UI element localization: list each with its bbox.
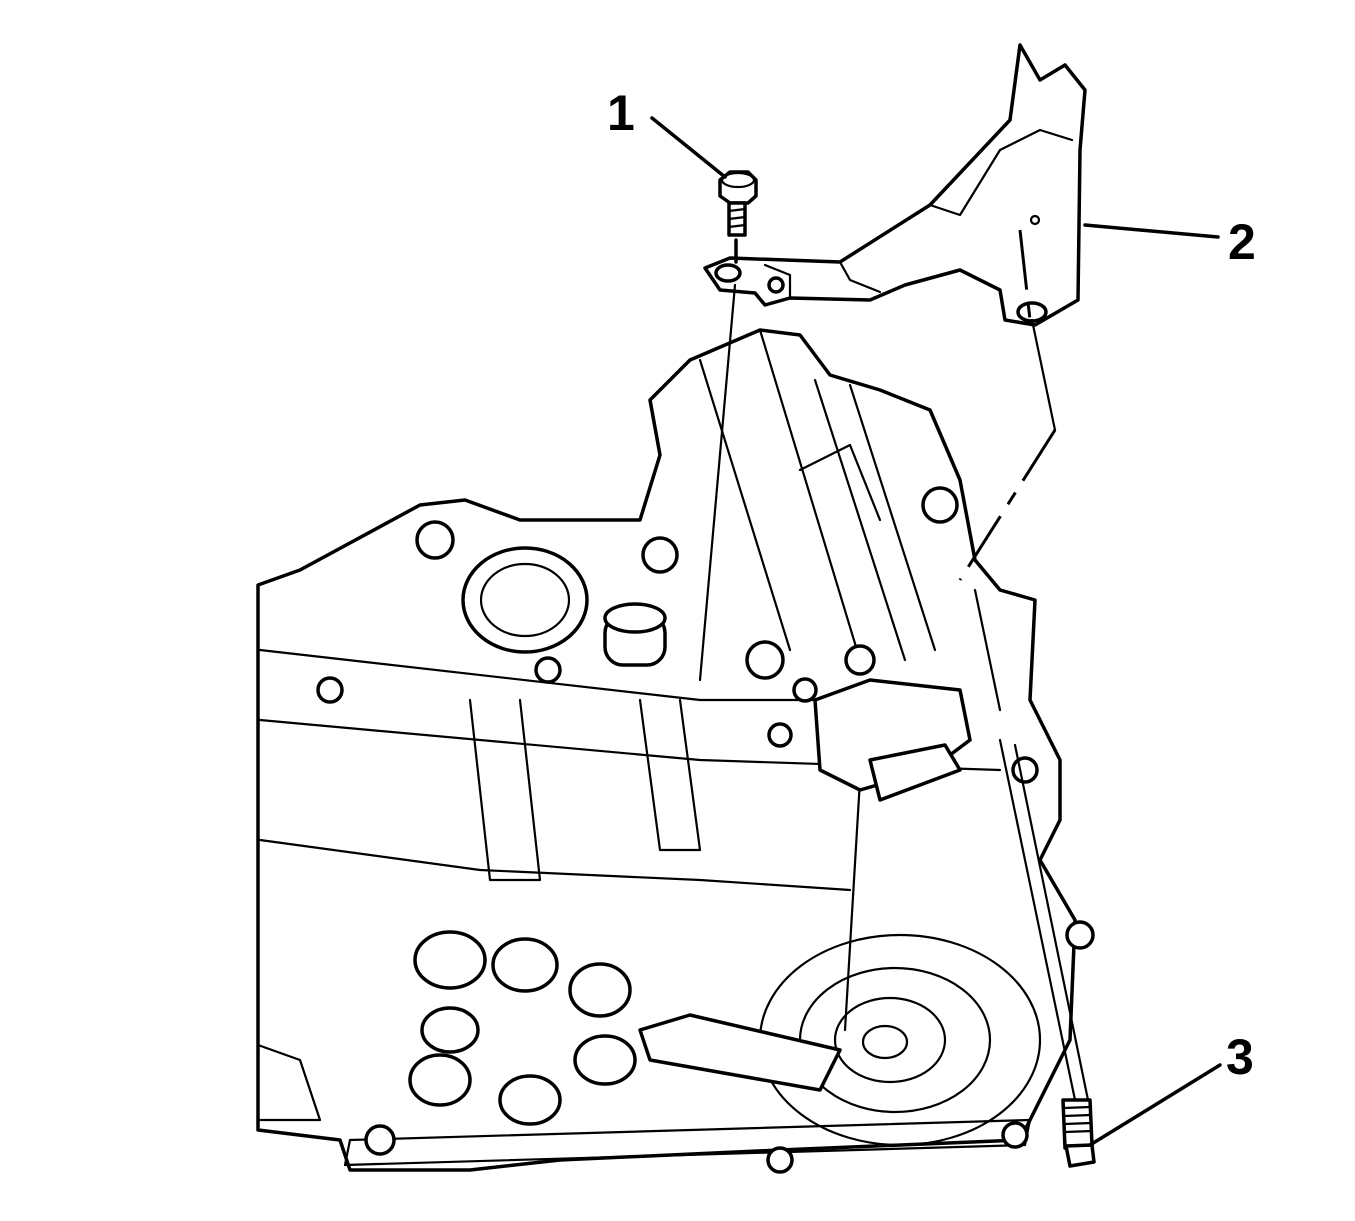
bolt-icon	[1061, 1098, 1096, 1168]
leader-line-1	[650, 116, 727, 179]
bracket-icon	[703, 43, 1087, 327]
callout-3: 3	[1226, 1029, 1254, 1085]
callout-2: 2	[1228, 214, 1256, 270]
leader-line-2	[1083, 223, 1220, 239]
bolt-icon	[718, 170, 758, 237]
leader-line-3	[1088, 1063, 1222, 1147]
transmission-assembly-icon	[256, 328, 1095, 1174]
callout-1: 1	[607, 85, 635, 141]
